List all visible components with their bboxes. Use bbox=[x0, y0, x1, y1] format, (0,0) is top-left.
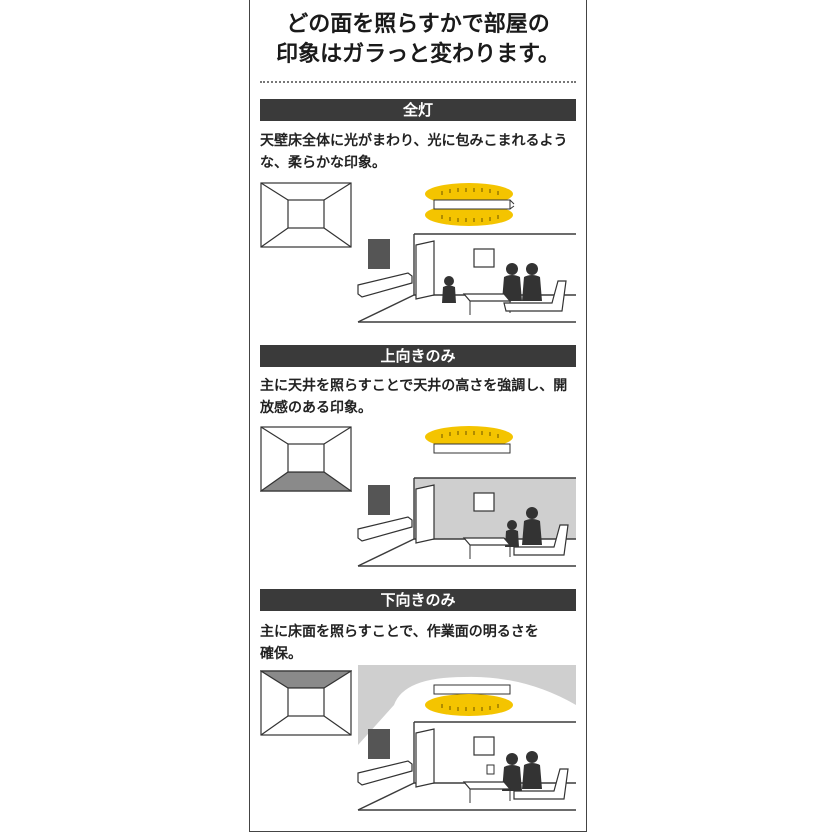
dotted-divider bbox=[260, 81, 576, 83]
section-all-light-title: 全灯 bbox=[260, 99, 576, 121]
room-scene-down-light bbox=[357, 665, 576, 811]
room-scene-up-light bbox=[357, 426, 576, 567]
section-up-light-title: 上向きのみ bbox=[260, 345, 576, 367]
section-up-light-desc-line-2: 放感のある印象。 bbox=[260, 400, 372, 416]
room-box-icon-down bbox=[260, 670, 352, 736]
room-box-icon-all bbox=[260, 182, 352, 248]
section-down-light-desc-line-1: 主に床面を照らすことで、作業面の明るさを bbox=[260, 624, 539, 640]
section-down-light-title: 下向きのみ bbox=[260, 589, 576, 611]
section-up-light-desc-line-1: 主に天井を照らすことで天井の高さを強調し、開 bbox=[260, 378, 568, 394]
section-all-light-desc-line-1: 天壁床全体に光がまわり、光に包みこまれるよう bbox=[260, 133, 568, 149]
section-all-light-desc-line-2: な、柔らかな印象。 bbox=[260, 155, 386, 171]
headline-line-1: どの面を照らすかで部屋の bbox=[286, 12, 550, 37]
room-box-icon-up bbox=[260, 426, 352, 492]
lighting-info-panel: どの面を照らすかで部屋の 印象はガラっと変わります。 全灯 天壁床全体に光がまわ… bbox=[249, 0, 587, 832]
section-down-light-desc-line-2: 確保。 bbox=[260, 646, 302, 662]
room-scene-all-light bbox=[357, 183, 576, 323]
headline-line-2: 印象はガラっと変わります。 bbox=[276, 42, 560, 67]
